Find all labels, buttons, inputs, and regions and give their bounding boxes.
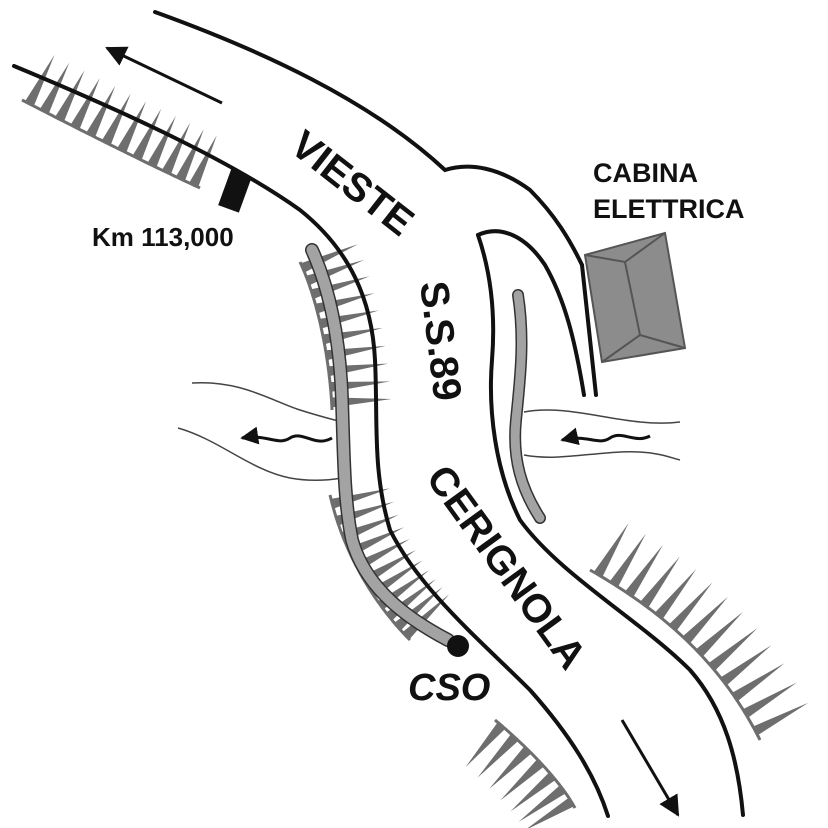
slope-hatch-mark [669,582,713,631]
road-edge-east-main [476,233,745,817]
slope-hatch-mark [70,78,100,130]
cabin-label-line-2: ELETTRICA [593,194,745,224]
slope-hatch-mark [720,645,772,686]
road-edge-west [12,64,610,818]
stream-left [177,381,343,482]
slope-hatch-mark [147,115,176,168]
slope-hatch-mark [742,682,797,718]
cso-point [447,635,469,657]
slope-hatch-mark [101,93,131,145]
slope-hatch-mark [500,759,544,801]
road-edges [12,10,745,818]
slope-hatch-mark [654,569,697,620]
slope-hatch-mark [753,702,809,736]
flow-arrow-right [560,427,651,446]
electrical-cabin-building [583,231,687,364]
embankment-top-left [21,54,217,190]
slope-hatch-mark [593,523,629,578]
slope-hatch-mark [465,722,506,768]
slope-hatch-mark [708,628,758,671]
slope-hatch-mark [189,135,217,188]
slope-hatch-mark [477,733,519,778]
slope-hatch-mark [640,556,680,608]
slope-hatch-mark [518,785,566,822]
direction-arrow-north [105,46,223,105]
slope-hatch-mark [117,101,147,153]
slope-hatch-mark [86,85,116,138]
slope-hatch-mark [39,62,70,114]
slope-hatch-mark [732,663,785,702]
kilometre-post [218,169,252,213]
stream-right [523,409,681,461]
road-edge-east-lower [580,263,598,397]
road-edge-side-road [476,229,586,397]
flow-arrow-left [240,426,333,445]
slope-hatch-mark [132,108,162,161]
slope-hatch-mark [510,772,556,812]
direction-arrow-south [620,719,680,817]
road-label-ss89: S.S.89 [411,279,469,404]
slope-hatch-mark [625,544,663,598]
embankment-bottom-middle [465,718,577,828]
slope-hatch-mark [489,746,532,789]
embankment-right [589,523,809,741]
road-label-vieste: VIESTE [282,122,421,244]
slope-hatch-mark [161,122,191,175]
slope-hatch-mark [682,596,728,644]
slope-hatch-mark [695,611,743,657]
cso-label: CSO [408,667,490,709]
slope-hatch-mark [24,54,55,107]
road-edge-east-upper [153,10,584,267]
slope-hatch-mark [175,129,204,181]
kilometre-label: Km 113,000 [92,222,234,252]
slope-hatch-mark [527,797,575,828]
cabin-label-line-1: CABINA [593,158,698,188]
slope-hatch-mark [55,70,85,122]
slope-hatch-mark [609,533,646,587]
